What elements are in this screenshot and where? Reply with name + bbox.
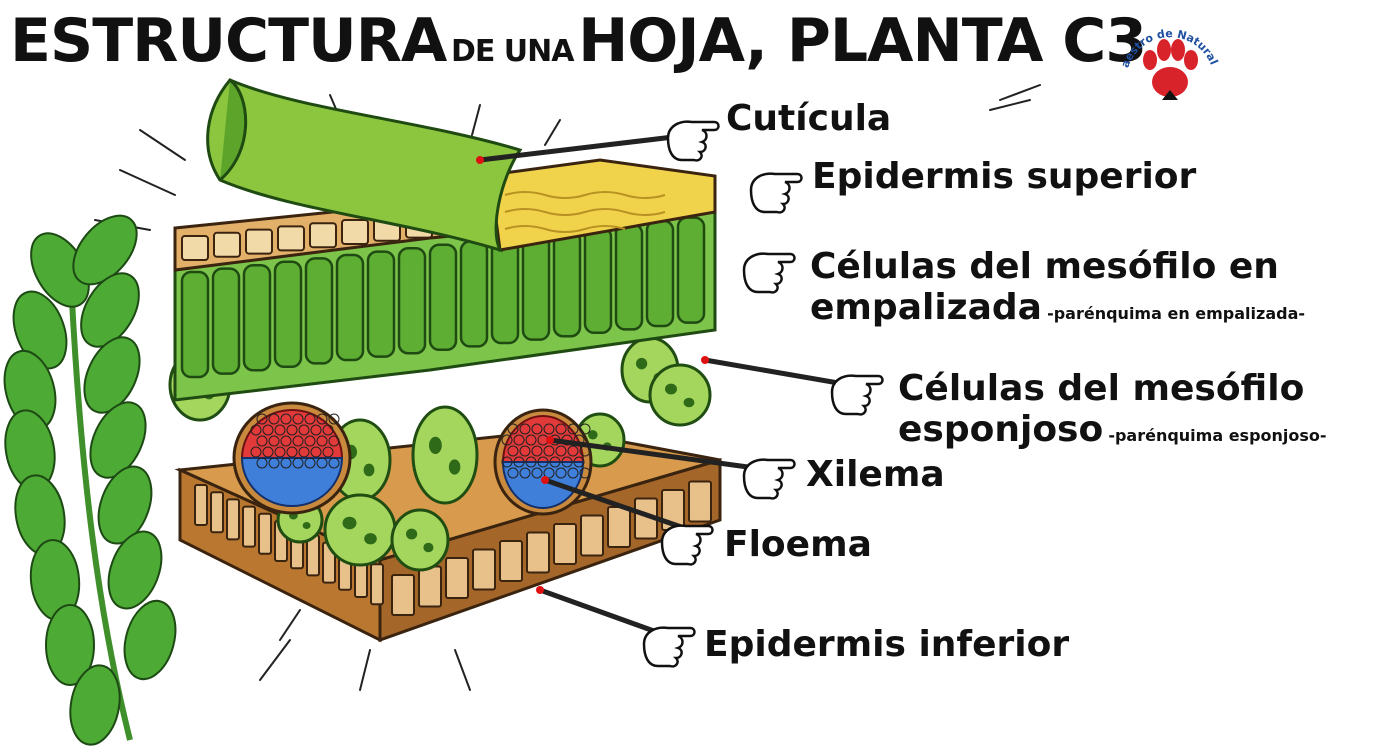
label-celulas-esponjoso: Células del mesófilo esponjoso -parénqui… bbox=[898, 368, 1327, 450]
leaf-icon bbox=[107, 530, 163, 610]
pointer-tips bbox=[476, 156, 709, 594]
leaf-icon bbox=[123, 599, 177, 681]
phloem-shape-left bbox=[240, 457, 344, 507]
leaf-icon bbox=[97, 465, 153, 545]
pointer-sticks bbox=[477, 132, 853, 638]
phloem-shape-right bbox=[501, 461, 585, 509]
title-part-3: HOJA, PLANTA C3 bbox=[578, 6, 1147, 76]
palisade-mesophyll-shape bbox=[173, 208, 717, 402]
vascular-bundle-right bbox=[493, 408, 593, 516]
cuticle-shape bbox=[206, 78, 523, 253]
title-part-1: ESTRUCTURA bbox=[10, 6, 447, 76]
title-part-2: DE UNA bbox=[450, 34, 575, 69]
pointing-hand-icon bbox=[749, 172, 803, 214]
brand-logo: Maestro de Naturales bbox=[1114, 8, 1220, 100]
label-epidermis-superior: Epidermis superior bbox=[812, 156, 1197, 197]
pointing-hand-icon bbox=[660, 524, 714, 566]
leaf-icon bbox=[89, 401, 147, 479]
label-celulas-empalizada: Células del mesófilo en empalizada -paré… bbox=[810, 246, 1306, 328]
surface-wave-lines bbox=[504, 191, 666, 233]
pointing-hand-icon bbox=[742, 252, 796, 294]
page-title: ESTRUCTURA DE UNA HOJA, PLANTA C3 bbox=[10, 6, 1147, 76]
label-epidermis-inferior: Epidermis inferior bbox=[704, 624, 1070, 665]
leaf-icon bbox=[69, 664, 121, 746]
label-floema: Floema bbox=[724, 524, 872, 565]
pointing-hand-icon bbox=[642, 626, 696, 668]
leaf-icon bbox=[83, 336, 141, 414]
pointing-hand-icon bbox=[666, 120, 720, 162]
pointing-hand-icon bbox=[830, 374, 884, 416]
pointing-hand-icon bbox=[742, 458, 796, 500]
leaf-icon bbox=[12, 290, 68, 370]
label-xilema: Xilema bbox=[806, 454, 945, 495]
decorative-leaf-branch bbox=[3, 214, 177, 746]
leaf-icon bbox=[80, 272, 140, 348]
upper-epidermis-surface bbox=[488, 158, 717, 252]
leaf-icon bbox=[45, 604, 95, 686]
leaf-icon bbox=[72, 214, 138, 286]
label-cuticula: Cutícula bbox=[726, 98, 892, 139]
paw-print-icon bbox=[1143, 39, 1198, 100]
